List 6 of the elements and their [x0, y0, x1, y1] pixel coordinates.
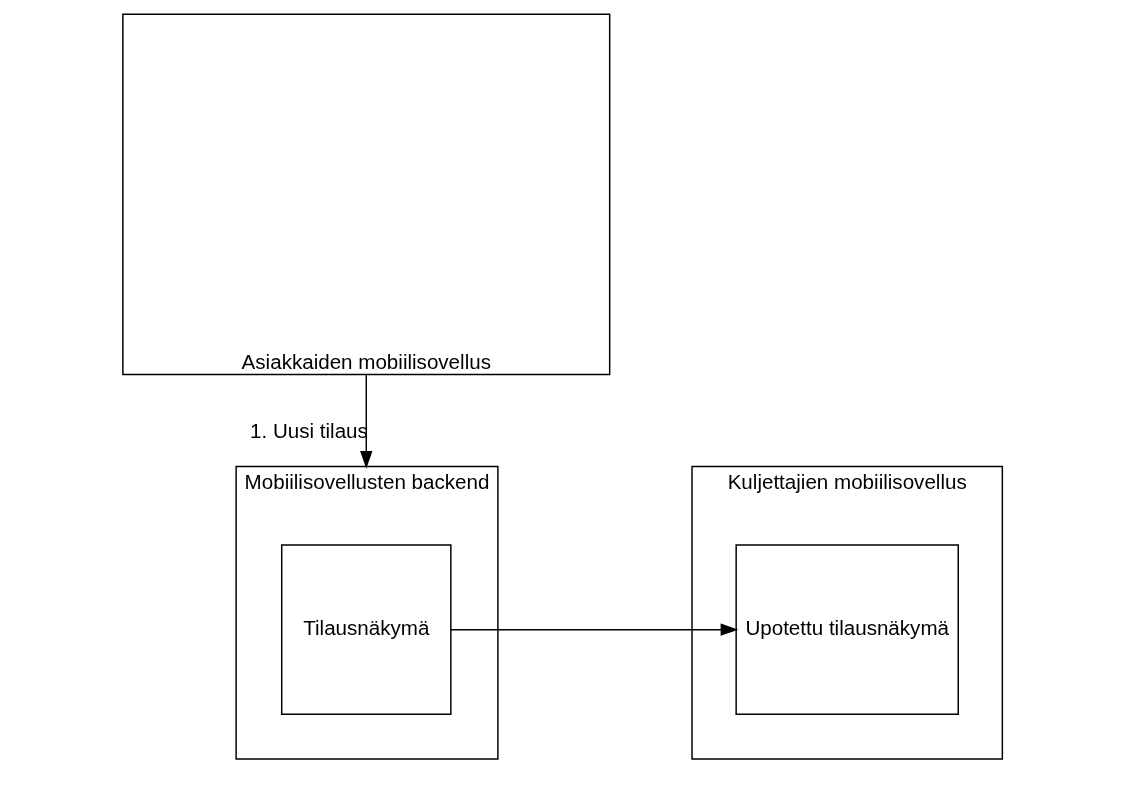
node-box: Asiakkaiden mobiilisovellus	[121, 13, 610, 376]
arrow	[449, 623, 738, 636]
node-box: Upotettu tilausnäkymä	[734, 544, 959, 715]
arrow	[359, 374, 372, 469]
edge-label: 1. Uusi tilaus	[249, 418, 368, 442]
node-box: Tilausnäkymä	[280, 544, 452, 715]
